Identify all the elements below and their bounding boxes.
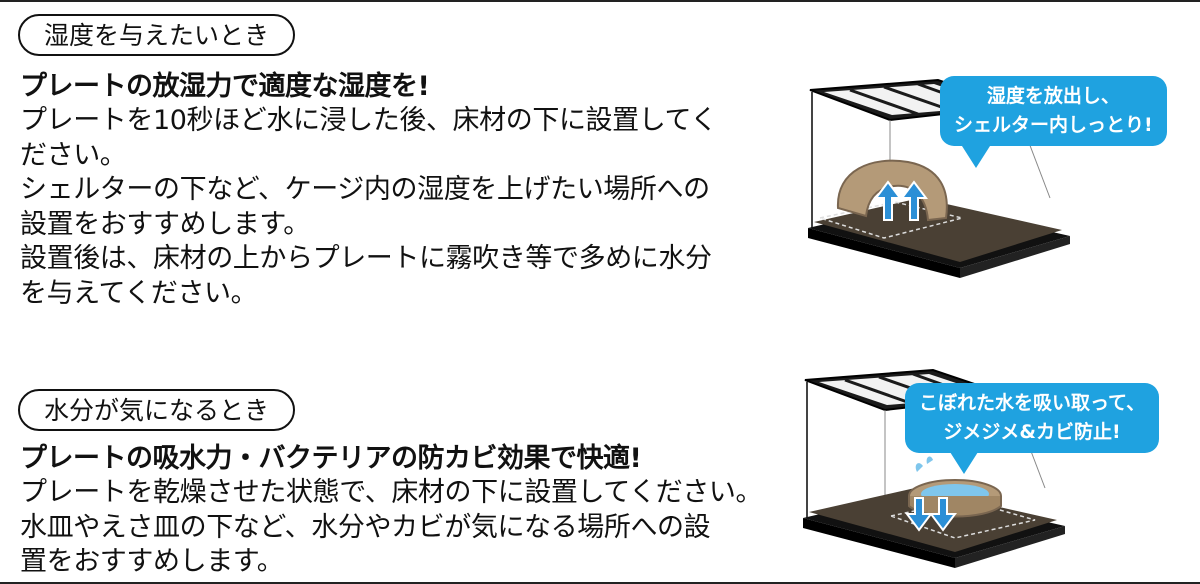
humidity-callout-bubble: 湿度を放出し、 シェルター内しっとり! <box>940 76 1167 146</box>
humidity-body-line: プレートを10秒ほど水に浸した後、床材の下に設置してく <box>20 105 717 136</box>
humidity-body-line: ださい。 <box>20 139 127 171</box>
moisture-callout-bubble: こぼれた水を吸い取って、 ジメジメ&カビ防止! <box>905 383 1160 453</box>
humidity-callout-line: シェルター内しっとり! <box>954 114 1153 136</box>
humidity-body-line: 設置後は、床材の上からプレートに霧吹き等で多めに水分 <box>20 243 712 274</box>
humidity-body-line: 設置をおすすめします。 <box>20 208 310 240</box>
moisture-section-tag: 水分が気になるとき <box>18 389 296 431</box>
humidity-body-line: シェルターの下など、ケージ内の湿度を上げたい場所への <box>20 174 710 205</box>
humidity-callout-line: 湿度を放出し、 <box>986 85 1120 107</box>
moisture-callout-line: ジメジメ&カビ防止! <box>943 421 1121 443</box>
moisture-body-line: 水皿やえさ皿の下など、水分やカビが気になる場所への設 <box>20 511 711 543</box>
humidity-section-heading: プレートの放湿力で適度な湿度を! <box>20 71 430 102</box>
humidity-section-tag: 湿度を与えたいとき <box>18 14 296 56</box>
moisture-body-line: 置をおすすめします。 <box>20 546 284 577</box>
moisture-callout-line: こぼれた水を吸い取って、 <box>919 392 1146 414</box>
top-border <box>0 0 1200 2</box>
humidity-body-line: を与えてください。 <box>20 277 258 309</box>
up-arrow-icon <box>874 180 928 221</box>
bottom-border <box>0 582 1200 584</box>
humidity-callout-tail <box>962 146 990 168</box>
moisture-callout-tail <box>950 452 978 474</box>
moisture-section-body: プレートを乾燥させた状態で、床材の下に設置してください。 水皿やえさ皿の下など、… <box>20 476 763 580</box>
moisture-section-heading: プレートの吸水力・バクテリアの防カビ効果で快適! <box>20 443 642 474</box>
humidity-section-body: プレートを10秒ほど水に浸した後、床材の下に設置してく ださい。 シェルターの下… <box>20 104 717 311</box>
down-arrow-icon <box>905 497 957 532</box>
moisture-body-line: プレートを乾燥させた状態で、床材の下に設置してください。 <box>20 477 763 508</box>
